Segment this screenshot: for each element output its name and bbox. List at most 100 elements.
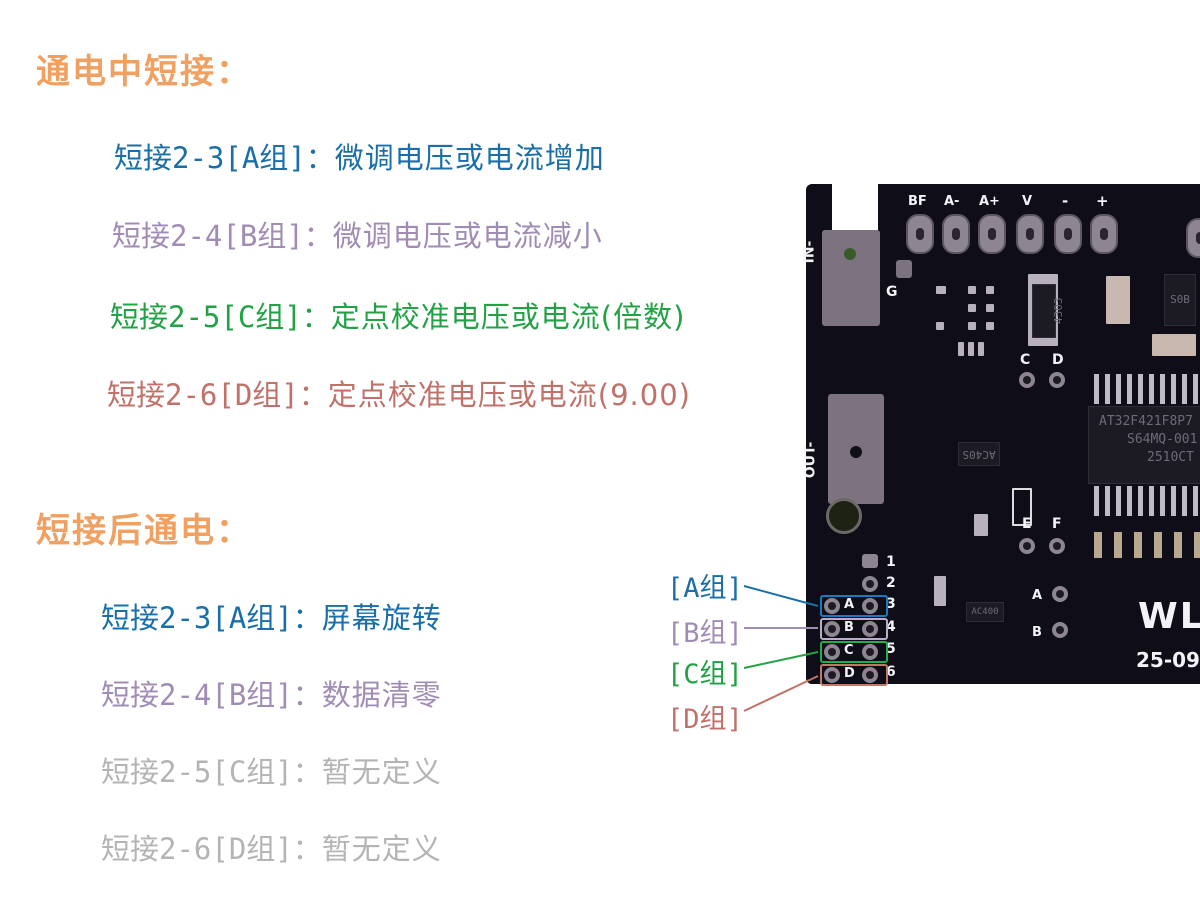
tp-label-f: F	[1052, 516, 1062, 532]
powered-item-a: 短接2-3[A组]：微调电压或电流增加	[114, 135, 605, 177]
mcu-marking-line1: AT32F421F8P7	[1099, 414, 1193, 429]
board-notch	[832, 182, 878, 230]
mcu-marking-line3: 2510CT	[1147, 450, 1194, 465]
header-box-d[interactable]	[820, 664, 888, 686]
header-pin-4-left	[824, 621, 840, 637]
ic-ac400: AC400	[966, 602, 1004, 622]
header-pin-4-right	[862, 621, 878, 637]
ic-ac40s: AC40S	[958, 442, 1000, 466]
mcu-pins-bottom	[1094, 486, 1200, 516]
label-minus: -	[1062, 192, 1069, 210]
smd-pad	[968, 322, 976, 330]
mcu-pins-top	[1094, 374, 1200, 404]
label-bf: BF	[908, 194, 927, 209]
header-pin-2	[862, 576, 878, 592]
boot-item-b: 短接2-4[B组]：数据清零	[101, 672, 442, 714]
sot-s0b: S0B	[1164, 274, 1196, 326]
smd-pad	[978, 342, 984, 356]
header-number-2: 2	[886, 575, 896, 591]
short-desc: 数据清零	[321, 678, 442, 712]
pad-plus	[1090, 214, 1118, 254]
capacitor	[1152, 334, 1196, 356]
pad-minus	[1054, 214, 1082, 254]
callout-d: [D组]	[667, 704, 743, 735]
label-in: IN-	[801, 240, 818, 264]
powered-item-d: 短接2-6[D组]：定点校准电压或电流(9.00)	[107, 372, 691, 414]
short-desc: 屏幕旋转	[321, 601, 442, 635]
short-desc: 定点校准电压或电流(9.00)	[327, 378, 691, 412]
tp-label-c: C	[1020, 352, 1031, 368]
callout-a: [A组]	[667, 573, 743, 604]
header-letter-d: D	[844, 666, 855, 681]
short-desc: 暂无定义	[321, 832, 442, 866]
smd-pad	[968, 342, 974, 356]
tp-label-e: E	[1022, 516, 1032, 532]
mcu-chip: AT32F421F8P7 S64MQ-001 2510CT	[1088, 406, 1200, 484]
tp-label-b: B	[1032, 625, 1042, 640]
header-pin-6-right	[862, 667, 878, 683]
short-label: 短接2-5[C组]：	[110, 300, 331, 334]
short-desc: 微调电压或电流增加	[334, 141, 605, 175]
mounting-hole	[826, 498, 862, 534]
tp-b	[1052, 622, 1068, 638]
short-label: 短接2-4[B组]：	[101, 678, 322, 712]
pcb-board: IN- G OUT- BF A- A+ V - + 4303 S0B C D A…	[801, 182, 1200, 686]
header-letter-a: A	[844, 597, 855, 612]
pad-edge	[1186, 218, 1200, 258]
resistor-0k	[934, 576, 946, 606]
tp-f	[1049, 538, 1065, 554]
header-pin-3-right	[862, 598, 878, 614]
board-date: 25-09	[1136, 648, 1200, 672]
short-label: 短接2-5[C组]：	[101, 755, 322, 789]
tp-label-a: A	[1032, 588, 1043, 603]
smd-pad	[958, 342, 964, 356]
smd-pad	[936, 286, 946, 294]
powered-item-c: 短接2-5[C组]：定点校准电压或电流(倍数)	[110, 294, 685, 336]
label-plus: +	[1096, 192, 1109, 210]
short-desc: 暂无定义	[321, 755, 442, 789]
header-pin-6-left	[824, 667, 840, 683]
short-desc: 定点校准电压或电流(倍数)	[330, 300, 686, 334]
boot-item-c: 短接2-5[C组]：暂无定义	[101, 749, 442, 791]
tp-c	[1019, 372, 1035, 388]
mcu-marking-line2: S64MQ-001	[1127, 432, 1198, 447]
header-number-3: 3	[886, 596, 896, 612]
header-box-c[interactable]	[820, 641, 888, 663]
header-box-b[interactable]	[820, 618, 888, 640]
header-number-6: 6	[886, 664, 896, 680]
short-label: 短接2-6[D组]：	[107, 378, 328, 412]
callout-c: [C组]	[667, 659, 743, 690]
resistor-4303-body: 4303	[1032, 284, 1065, 338]
pad-a-plus	[978, 214, 1006, 254]
header-number-1: 1	[886, 554, 896, 570]
powered-item-b: 短接2-4[B组]：微调电压或电流减小	[112, 213, 603, 255]
pad-a-minus	[942, 214, 970, 254]
header-number-5: 5	[886, 641, 896, 657]
header-box-a[interactable]	[820, 595, 888, 617]
header-letter-b: B	[844, 620, 854, 635]
header-pad-1	[862, 554, 878, 568]
sot-transistor	[974, 514, 988, 536]
label-a-minus: A-	[944, 194, 960, 209]
short-label: 短接2-4[B组]：	[112, 219, 333, 253]
header-pin-5-left	[824, 644, 840, 660]
smd-pad	[986, 286, 994, 294]
capacitor	[1106, 276, 1130, 324]
short-desc: 微调电压或电流减小	[332, 219, 603, 253]
heading-powered-short: 通电中短接：	[36, 52, 252, 92]
header-pin-3-left	[824, 598, 840, 614]
tp-d	[1049, 372, 1065, 388]
board-name: WL-	[1138, 596, 1200, 637]
label-a-plus: A+	[979, 194, 1000, 209]
g-pad	[896, 260, 912, 278]
in-pad	[822, 230, 880, 326]
boot-item-d: 短接2-6[D组]：暂无定义	[101, 826, 442, 868]
short-label: 短接2-6[D组]：	[101, 832, 322, 866]
short-label: 短接2-3[A组]：	[101, 601, 322, 635]
out-pad-hole	[850, 446, 862, 458]
smd-pad	[986, 322, 994, 330]
resistor-row	[1094, 532, 1200, 558]
pad-bf	[906, 214, 934, 254]
smd-pad	[968, 304, 976, 312]
tp-a	[1052, 586, 1068, 602]
